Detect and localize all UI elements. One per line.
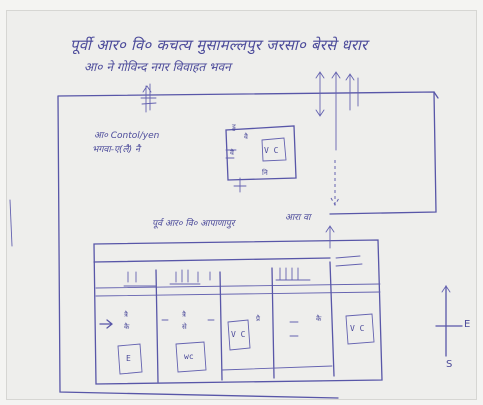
- room-3-id: प्रै: [256, 315, 260, 323]
- room-vc-1: V C: [231, 330, 246, 339]
- room-1-id: त्रै: [124, 311, 128, 319]
- upper-box-id-3: वै: [230, 149, 234, 157]
- room-arrow-1: [99, 319, 114, 329]
- room-divider-1: [155, 269, 159, 383]
- room-box-vc-1: [227, 319, 251, 351]
- upper-vc-label: V C: [264, 146, 279, 155]
- room-2-label: से: [182, 323, 187, 331]
- gate-arrow-left: [142, 83, 152, 113]
- gate-mark: [140, 97, 157, 105]
- right-arrow-3: [345, 73, 355, 111]
- room-2-id: त्रै: [182, 311, 186, 319]
- paper-sheet: [6, 10, 477, 400]
- room-small-box-1: E: [126, 354, 131, 363]
- room-small-box-2: wc: [184, 352, 194, 361]
- compass-arrow: [441, 285, 451, 293]
- upper-box-id-2: वै: [244, 133, 248, 141]
- room-divider-3: [271, 267, 275, 379]
- room-vc-2: V C: [350, 324, 365, 333]
- compass-south: S: [446, 359, 453, 370]
- room-arrow-2: [161, 319, 299, 337]
- sketch-title: पूर्वी आर० वि० कचत्य मुसामल्लपुर जरसा० ब…: [70, 36, 368, 54]
- upper-left-label-2: भगवा-ए(लै) नै: [92, 145, 140, 155]
- right-arrow-1: [315, 71, 325, 117]
- annex-arrow: [325, 225, 335, 249]
- right-arrow-2: [331, 71, 341, 151]
- room-box-vc-2: [345, 313, 375, 345]
- room-4-id: कै: [316, 315, 322, 323]
- lower-corridor-bot: [95, 291, 381, 297]
- compass-east: E: [464, 319, 471, 330]
- room-box-left: [117, 343, 143, 375]
- upper-step-line: [233, 177, 247, 193]
- room-box-mid: [175, 341, 207, 373]
- lower-building-outer: [93, 239, 383, 385]
- outer-boundary: [57, 91, 437, 399]
- upper-box-id-1: डु: [232, 123, 236, 131]
- right-dashed-line: [330, 160, 340, 207]
- left-bracket: [9, 199, 13, 247]
- outer-right-edge: [433, 91, 439, 99]
- room-divider-4: [329, 261, 335, 377]
- top-wall-ticks: [127, 267, 299, 283]
- lower-top-wall: [93, 257, 331, 263]
- upper-door: [225, 149, 237, 159]
- lower-section-title: पूर्व आर० वि० आपाणापुर: [152, 219, 235, 229]
- room-bottom-inner: [221, 365, 333, 371]
- annex-lines: [335, 255, 363, 267]
- upper-box-id-4: नि: [262, 169, 268, 177]
- sketch-subtitle: आ० ने गोविन्द नगर विवाहत भवन: [84, 60, 231, 74]
- room-1-label: कै: [124, 323, 130, 331]
- upper-building: [225, 125, 297, 181]
- room-divider-2: [219, 271, 223, 381]
- lower-section-right: आरा वा: [285, 213, 311, 223]
- upper-left-label-1: आ० Contol/yen: [94, 131, 160, 141]
- upper-inner-box: [261, 137, 287, 162]
- window-crosses: [123, 279, 311, 287]
- lower-corridor-top: [95, 283, 381, 289]
